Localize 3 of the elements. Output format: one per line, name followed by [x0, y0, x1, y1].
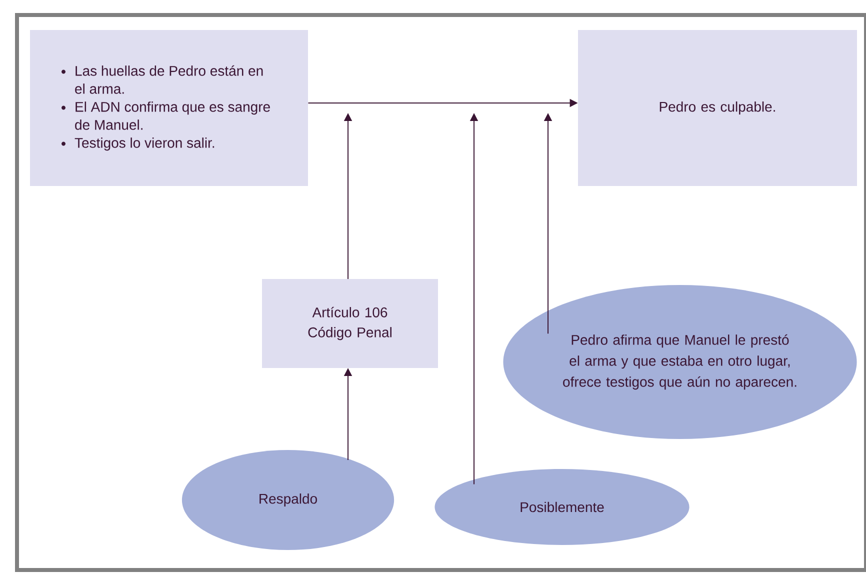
claim-box: Pedro es culpable. [578, 30, 857, 186]
warrant-box: Artículo 106 Código Penal [262, 279, 438, 368]
bullet-list-box: Las huellas de Pedro están en el arma. El ADN confirma que es sangre de Manuel. Testigos lo vieron salir. [30, 30, 308, 186]
